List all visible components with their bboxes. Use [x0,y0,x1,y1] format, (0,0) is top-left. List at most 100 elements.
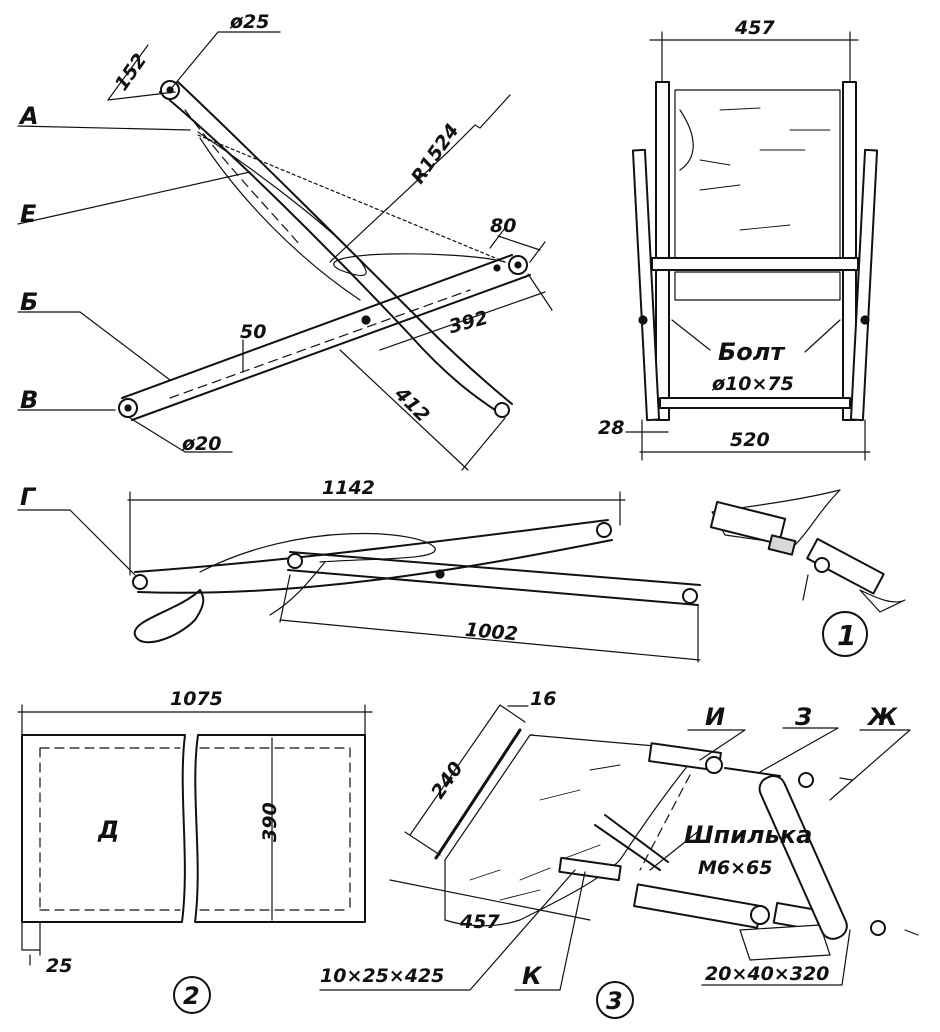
pivot-middle [361,315,371,325]
dim-520: 520 [730,429,770,451]
detail1-leg [806,537,885,595]
dim-390: 390 [259,802,281,842]
detail3-fabric [444,734,701,927]
leader-stud [649,829,701,871]
dim-392-ext [527,273,553,311]
dim-412: 412 [389,382,433,426]
dim-1002-line [279,619,701,661]
curved-leg-inner [177,81,513,405]
detail1-bar [709,500,787,546]
panel-left-half [21,734,186,923]
dim-1002: 1002 [464,619,519,646]
dim-80-ext2 [529,241,546,263]
detail3-leg [758,775,848,940]
folded-view [17,491,701,663]
inner-rail [199,137,361,301]
leader-K [514,871,586,991]
leader-I [687,729,746,761]
rope-tail [269,561,326,616]
figure-3-circle [596,981,634,1019]
folded-bar-bottom [287,569,699,606]
detail3-nuts [839,777,919,936]
dim-20x40x320: 20×40×320 [705,963,829,985]
bolt-right-leader [804,319,841,353]
dim-80-ext1 [489,227,506,249]
folded-pivot-end [682,588,698,604]
leader-G [17,509,136,576]
figure-1-circle [822,611,868,657]
dim-80-line [497,235,541,251]
straight-leg-bottom-edge [131,274,531,421]
detail3-fabric-shading [469,764,621,901]
bolt-right [860,315,870,325]
left-post [655,81,670,421]
folded-curve-top [134,519,609,573]
dim-240: 240 [427,758,468,803]
folded-bar-top [289,551,701,586]
dim-392: 392 [446,307,490,339]
rope-loop [133,589,205,644]
callout-bolt-size: ø10×75 [711,373,794,395]
figure-3-number: 3 [606,987,623,1015]
dim-152-ext [107,91,176,101]
leader-E [17,171,251,225]
label-B: Б [20,288,38,316]
seat-fabric [197,131,506,276]
dim-520-ext [641,419,866,461]
panel-right-half [194,734,366,923]
detail3-upper-bar-end [705,756,723,774]
seat-fabric-edge [197,134,506,263]
straight-leg-top-edge [121,254,513,399]
pivot-left-center [124,404,132,412]
right-post [842,81,857,421]
detail3-stick [558,856,622,882]
dim-392-line [379,291,546,351]
detail1-hole [814,557,830,573]
label-D: Д [97,816,119,844]
front-view [625,31,879,461]
bolt-left-leader [671,319,711,351]
detail3-leg-hole-bottom [870,920,886,936]
lower-crossbar [659,397,851,409]
dim-1002-ext [279,574,699,663]
label-Z: З [794,703,812,731]
folded-curve-bottom [137,539,613,594]
dim-412-ext [461,417,506,471]
detail3-leg-hole-top [798,772,814,788]
detail3-hidden-line [639,774,691,871]
dim-16: 16 [530,688,556,710]
dim-r1524: R1524 [407,120,464,188]
pivot-right-center [514,261,522,269]
curved-leg-outer [159,91,499,413]
panel-left-hem [39,747,181,911]
upper-crossbar [651,257,859,271]
dim-457-bottom: 457 [459,911,500,933]
leader-20x40 [701,929,851,986]
dim-25-bottom: 25 [46,955,72,977]
detail1-pin [767,534,797,556]
dim-240-line [409,704,501,836]
dim-d25: ø25 [229,11,270,33]
folded-pivot-bar [287,553,303,569]
folded-pivot-left [132,574,148,590]
panel-right-hem [199,747,351,911]
leader-d25 [169,31,281,91]
callout-stud-title: Шпилька [684,821,812,849]
figure-1-number: 1 [837,619,856,652]
figure-2-number: 2 [183,982,200,1010]
dim-240-ext [404,704,526,856]
label-V: В [20,386,38,414]
callout-stud-size: М6×65 [698,857,773,879]
detail1-bolt [802,574,809,601]
detail3-lower-bar [633,883,762,929]
callout-bolt-title: Болт [718,338,786,366]
dim-1142: 1142 [322,477,375,499]
detail-3 [319,704,919,1019]
label-E: Е [20,200,37,228]
dim-457-top: 457 [734,17,775,39]
dim-50: 50 [240,321,266,343]
detail3-rail-front [434,728,522,860]
curved-leg-centerline [184,109,301,246]
